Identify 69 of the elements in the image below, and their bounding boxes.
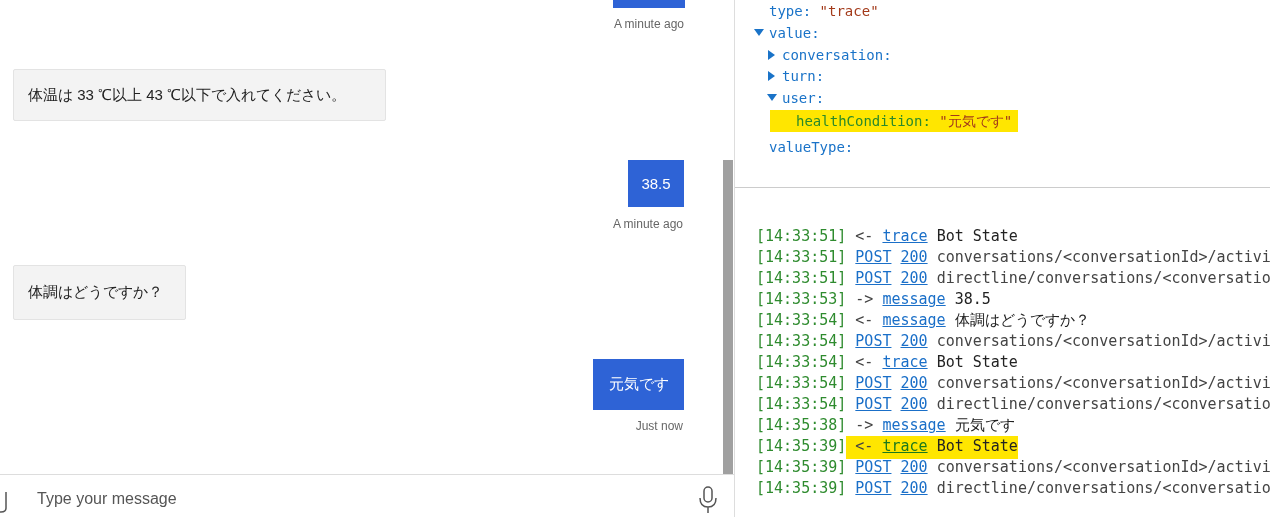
log-timestamp: [14:35:38] bbox=[756, 416, 847, 434]
log-text: Bot State bbox=[936, 437, 1018, 455]
direction-arrow-text: -> bbox=[855, 290, 874, 308]
log-link: trace bbox=[882, 437, 928, 455]
direction-arrow-text: <- bbox=[855, 227, 874, 245]
log-text: conversations/<conversationId>/activi bbox=[936, 248, 1270, 266]
log-link: POST bbox=[855, 248, 892, 266]
user-message-bubble: 元気です bbox=[593, 359, 684, 410]
json-value: "元気です" bbox=[938, 113, 1013, 129]
log-timestamp: [14:33:54] bbox=[756, 374, 847, 392]
json-key: value: bbox=[769, 25, 820, 41]
log-text: 体調はどうですか？ bbox=[954, 311, 1090, 329]
json-key: user: bbox=[782, 90, 825, 106]
log-timestamp: [14:33:54] bbox=[756, 395, 847, 413]
log-link: POST bbox=[855, 374, 892, 392]
log-text: directline/conversations/<conversatio bbox=[936, 395, 1270, 413]
log-link: 200 bbox=[900, 269, 928, 287]
log-text: directline/conversations/<conversatio bbox=[936, 269, 1270, 287]
log-link: 200 bbox=[900, 374, 928, 392]
bot-message-bubble: 体温は 33 ℃以上 43 ℃以下で入れてください。 bbox=[13, 69, 386, 121]
user-message-bubble: 38.5 bbox=[628, 160, 684, 207]
timestamp: A minute ago bbox=[612, 217, 683, 231]
log-text: conversations/<conversationId>/activi bbox=[936, 458, 1270, 476]
direction-arrow-text: -> bbox=[855, 416, 874, 434]
json-key: valueType: bbox=[769, 139, 854, 155]
log-link: 200 bbox=[900, 479, 928, 497]
direction-arrow-text: <- bbox=[855, 311, 874, 329]
log-link: trace bbox=[882, 353, 928, 371]
direction-arrow-text: <- bbox=[855, 437, 874, 455]
log-text: Bot State bbox=[936, 227, 1018, 245]
json-value: "trace" bbox=[818, 3, 879, 19]
json-key: turn: bbox=[782, 68, 825, 84]
log-link: 200 bbox=[900, 458, 928, 476]
log-timestamp: [14:33:53] bbox=[756, 290, 847, 308]
log-link: trace bbox=[882, 227, 928, 245]
log-text: directline/conversations/<conversatio bbox=[936, 479, 1270, 497]
log-link: 200 bbox=[900, 332, 928, 350]
log-text: 38.5 bbox=[954, 290, 991, 308]
log-timestamp: [14:33:54] bbox=[756, 353, 847, 371]
log-text: Bot State bbox=[936, 353, 1018, 371]
log-link: POST bbox=[855, 269, 892, 287]
log-link: message bbox=[882, 311, 946, 329]
timestamp: Just now bbox=[635, 419, 683, 433]
bot-message-bubble: 体調はどうですか？ bbox=[13, 265, 186, 320]
log-text: conversations/<conversationId>/activi bbox=[936, 374, 1270, 392]
log-timestamp: [14:35:39] bbox=[756, 479, 847, 497]
log-timestamp: [14:33:54] bbox=[756, 311, 847, 329]
log-link: 200 bbox=[900, 248, 928, 266]
log-link: POST bbox=[855, 395, 892, 413]
log-link: POST bbox=[855, 458, 892, 476]
message-input-field: Type your message bbox=[24, 482, 684, 516]
log-timestamp: [14:33:54] bbox=[756, 332, 847, 350]
json-key: conversation: bbox=[782, 47, 892, 63]
direction-arrow-text: <- bbox=[855, 353, 874, 371]
log-text: 元気です bbox=[954, 416, 1015, 434]
log-timestamp: [14:33:51] bbox=[756, 227, 847, 245]
log-link: 200 bbox=[900, 395, 928, 413]
log-timestamp: [14:35:39] bbox=[756, 437, 847, 455]
timestamp: A minute ago bbox=[613, 17, 684, 31]
log-link: message bbox=[882, 416, 946, 434]
log-timestamp: [14:33:51] bbox=[756, 248, 847, 266]
log-link: POST bbox=[855, 479, 892, 497]
log-link: message bbox=[882, 290, 946, 308]
log-link: POST bbox=[855, 332, 892, 350]
log-timestamp: [14:35:39] bbox=[756, 458, 847, 476]
log-text: conversations/<conversationId>/activi bbox=[936, 332, 1270, 350]
json-key: healthCondition: bbox=[796, 113, 931, 129]
json-key: type: bbox=[769, 3, 812, 19]
log-timestamp: [14:33:51] bbox=[756, 269, 847, 287]
